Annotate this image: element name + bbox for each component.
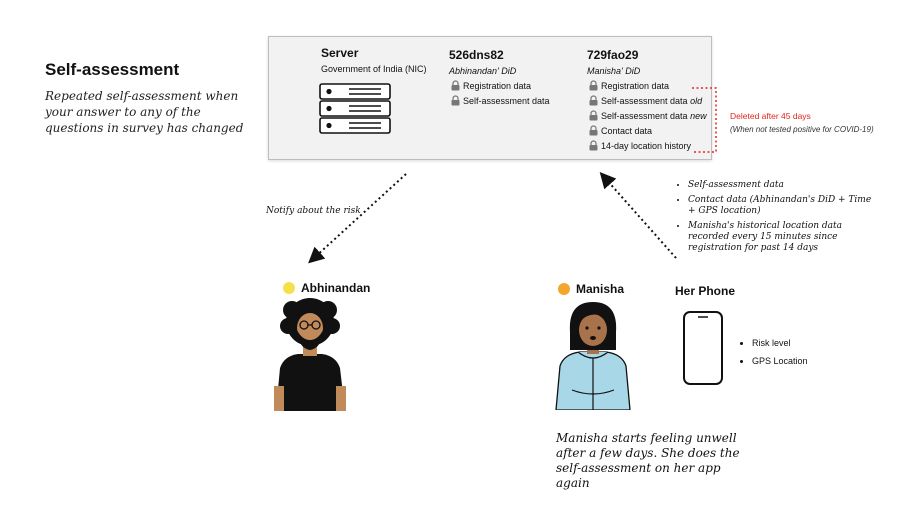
deletion-bracket <box>692 87 717 153</box>
status-dot <box>283 282 295 294</box>
data-row: Registration data <box>451 80 531 91</box>
data-row-suffix: old <box>690 95 703 106</box>
upload-bullets: Self-assessment data Contact data (Abhin… <box>678 180 878 258</box>
deleted-note: Deleted after 45 days <box>730 111 811 121</box>
data-row-label: Registration data <box>601 80 670 91</box>
person-name: Abhinandan <box>301 281 371 295</box>
data-row: 14-day location history <box>589 140 691 151</box>
phone-data-list: Risk level GPS Location <box>742 338 808 374</box>
lock-icon <box>451 95 460 106</box>
data-row-label: Registration data <box>463 80 532 91</box>
server-rack-icon <box>319 83 391 134</box>
notify-label: Notify about the risk <box>266 206 361 216</box>
lock-icon <box>451 80 460 91</box>
server-panel: Server Government of India (NIC) 526dns8… <box>268 36 712 160</box>
manisha-caption: Manisha starts feeling unwell after a fe… <box>556 431 740 490</box>
data-row-label: Self-assessment data <box>601 110 688 121</box>
lock-icon <box>589 125 598 136</box>
page-title: Self-assessment <box>45 60 180 79</box>
notify-arrow <box>308 173 407 264</box>
person-manisha-label: Manisha <box>558 282 624 296</box>
upload-arrow <box>599 172 677 259</box>
did-owner-abhinandan: Abhinandan' DiD <box>449 66 517 76</box>
deleted-subnote: (When not tested positive for COVID-19) <box>730 125 874 134</box>
list-item: Manisha's historical location data recor… <box>688 221 878 254</box>
did-id-abhinandan: 526dns82 <box>449 48 504 62</box>
data-row: Contact data <box>589 125 652 136</box>
page-subtitle: Repeated self-assessment when your answe… <box>45 89 244 135</box>
data-row-label: Self-assessment data <box>601 95 688 106</box>
data-row: Self-assessment data new <box>589 110 707 121</box>
person-abhinandan-label: Abhinandan <box>283 281 370 295</box>
data-row: Registration data <box>589 80 669 91</box>
data-row-label: Self-assessment data <box>463 95 550 106</box>
list-item: Self-assessment data <box>688 180 878 191</box>
server-subtitle: Government of India (NIC) <box>321 64 427 74</box>
phone-icon <box>683 311 723 385</box>
manisha-avatar <box>555 302 631 410</box>
data-row-suffix: new <box>690 110 707 121</box>
data-row-label: 14-day location history <box>601 140 692 151</box>
lock-icon <box>589 80 598 91</box>
lock-icon <box>589 95 598 106</box>
data-row: Self-assessment data <box>451 95 550 106</box>
list-item: Risk level <box>752 338 808 348</box>
did-id-manisha: 729fao29 <box>587 48 639 62</box>
lock-icon <box>589 110 598 121</box>
list-item: Contact data (Abhinandan's DiD + Time + … <box>688 195 878 217</box>
person-name: Manisha <box>576 282 625 296</box>
abhinandan-avatar <box>274 298 346 411</box>
phone-title: Her Phone <box>675 284 736 298</box>
server-title: Server <box>321 46 359 60</box>
did-owner-manisha: Manisha' DiD <box>587 66 641 76</box>
list-item: GPS Location <box>752 356 808 366</box>
data-row: Self-assessment data old <box>589 95 702 106</box>
lock-icon <box>589 140 598 151</box>
status-dot <box>558 283 570 295</box>
data-row-label: Contact data <box>601 125 653 136</box>
